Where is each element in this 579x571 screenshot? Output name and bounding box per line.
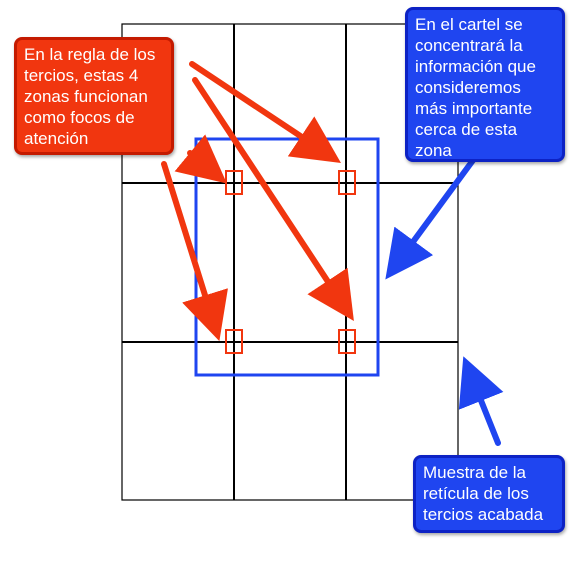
arrow-to-bottom-left (161, 161, 228, 342)
focus-point-bottom-left (225, 329, 243, 354)
focus-point-bottom-right (338, 329, 356, 354)
red-arrows (161, 61, 354, 342)
important-info-callout: En el cartel se concentrará la informaci… (405, 7, 565, 162)
thirds-grid (121, 23, 459, 501)
arrow-to-focus-zone (385, 145, 485, 280)
focus-point-top-right (338, 170, 356, 195)
finished-grid-callout: Muestra de la retícula de los tercios ac… (413, 455, 565, 533)
arrow-to-top-left (174, 134, 227, 184)
poster-frame (121, 23, 459, 501)
arrow-to-top-right (189, 61, 341, 163)
focus-points (225, 170, 356, 354)
blue-arrows (385, 145, 504, 446)
focus-zone-box (194, 137, 380, 377)
rule-of-thirds-callout: En la regla de los tercios, estas 4 zona… (14, 37, 174, 155)
arrow-to-grid-corner (458, 356, 504, 446)
arrow-to-bottom-right (192, 77, 354, 322)
